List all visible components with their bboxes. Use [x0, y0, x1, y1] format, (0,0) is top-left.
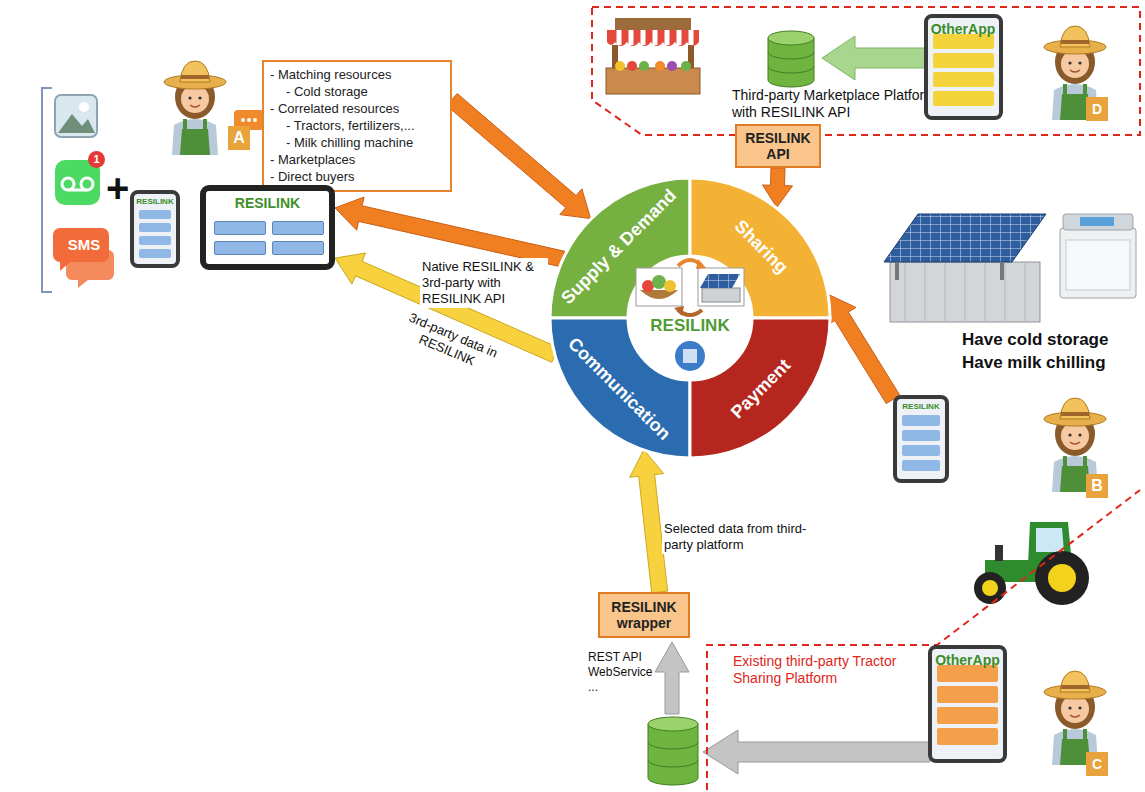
text-group: Existing third-party Tractor Sharing Pla…	[733, 653, 923, 687]
text-group: RESILINK	[134, 197, 176, 206]
node-text: RESILINK	[628, 316, 752, 336]
node-text: RESILINK	[134, 197, 176, 206]
node-text: Existing third-party Tractor Sharing Pla…	[733, 653, 923, 687]
phone-app: OtherApp	[928, 645, 1007, 763]
node-text: RESILINK API	[740, 130, 816, 162]
text-group: C	[1092, 756, 1102, 773]
screen-bar	[139, 210, 171, 219]
node-text: - Milk chilling machine	[270, 134, 444, 151]
hub-circle: RESILINK	[628, 256, 752, 380]
screen-bar	[937, 707, 998, 724]
api-box: RESILINK API	[735, 124, 821, 168]
sms-icon-text: SMS	[62, 236, 106, 254]
dashed-border	[592, 7, 1140, 135]
screen-bar	[933, 91, 994, 106]
screen-bar	[272, 221, 324, 235]
node-text: B	[1091, 477, 1103, 495]
block-arrow	[335, 197, 565, 267]
text-group: D	[1092, 101, 1102, 118]
edge-label: 3rd-party data in RESILINK	[390, 305, 510, 382]
node-text: RESILINK	[897, 402, 945, 411]
node-text: - Direct buyers	[270, 168, 444, 185]
text-group: Third-party Marketplace Platform with RE…	[732, 87, 942, 121]
notification-count: 1	[88, 151, 105, 168]
resource-note: Have cold storage	[962, 330, 1108, 350]
segment-fill	[690, 178, 830, 318]
node-text: OtherApp	[932, 652, 1003, 669]
text-group: RESILINK wrapper	[603, 599, 685, 631]
screen-bar	[933, 53, 994, 68]
screen-bar	[937, 728, 998, 745]
phone-app: RESILINK	[130, 190, 180, 268]
screen-bar	[272, 241, 324, 255]
phone-app: OtherApp	[924, 14, 1003, 120]
screen-bar	[937, 686, 998, 703]
tablet-app: RESILINK	[200, 185, 335, 270]
text-group: RESILINK	[206, 195, 329, 211]
wrapper-box: RESILINK wrapper	[598, 592, 690, 638]
node-text: C	[1092, 756, 1102, 773]
node-text: - Tractors, fertilizers,...	[270, 117, 444, 134]
callout-box: - Matching resources- Cold storage- Corr…	[262, 60, 452, 192]
plus-sign: +	[106, 166, 129, 210]
phone-app: RESILINK	[893, 395, 949, 483]
user-badge: B	[1086, 474, 1108, 498]
text-group: B	[1091, 477, 1103, 495]
user-badge: A	[228, 126, 250, 150]
region-outline	[590, 5, 1142, 137]
block-arrow	[827, 294, 900, 403]
node-text: - Marketplaces	[270, 151, 444, 168]
screen-bar	[902, 460, 940, 471]
platform-region: Third-party Marketplace Platform with RE…	[590, 5, 1142, 137]
node-text: RESILINK	[206, 195, 329, 211]
screen-bar	[902, 445, 940, 456]
node-text: D	[1092, 101, 1102, 118]
text-group: A	[233, 129, 245, 147]
screen-bar	[214, 241, 266, 255]
protocol-note: REST API WebService ...	[588, 650, 654, 695]
user-badge: D	[1086, 97, 1108, 121]
text-group: - Matching resources- Cold storage- Corr…	[270, 66, 444, 185]
node-text: - Correlated resources	[270, 100, 444, 117]
edge-label: Native RESILINK & 3rd-party with RESILIN…	[420, 258, 548, 308]
node-text: - Cold storage	[270, 83, 444, 100]
screen-bar	[139, 223, 171, 232]
resource-note: Have milk chilling	[962, 353, 1106, 373]
screen-bar	[139, 249, 171, 258]
node-text: - Matching resources	[270, 66, 444, 83]
node-text: A	[233, 129, 245, 147]
edge-label: Selected data from third-party platform	[662, 520, 816, 554]
node-text: OtherApp	[928, 21, 999, 38]
text-group: RESILINK API	[740, 130, 816, 162]
screen-bar	[933, 72, 994, 87]
screen-bar	[139, 236, 171, 245]
screen-bar	[902, 415, 940, 426]
text-group: OtherApp	[928, 21, 999, 38]
screen-bar	[214, 221, 266, 235]
text-group: RESILINK	[628, 316, 752, 336]
segment-fill	[550, 178, 690, 318]
user-badge: C	[1086, 752, 1108, 776]
node-text: Third-party Marketplace Platform with RE…	[732, 87, 942, 121]
node-text: RESILINK wrapper	[603, 599, 685, 631]
block-arrow	[447, 94, 591, 219]
text-group: OtherApp	[932, 652, 1003, 669]
text-group: RESILINK	[897, 402, 945, 411]
screen-bar	[902, 430, 940, 441]
